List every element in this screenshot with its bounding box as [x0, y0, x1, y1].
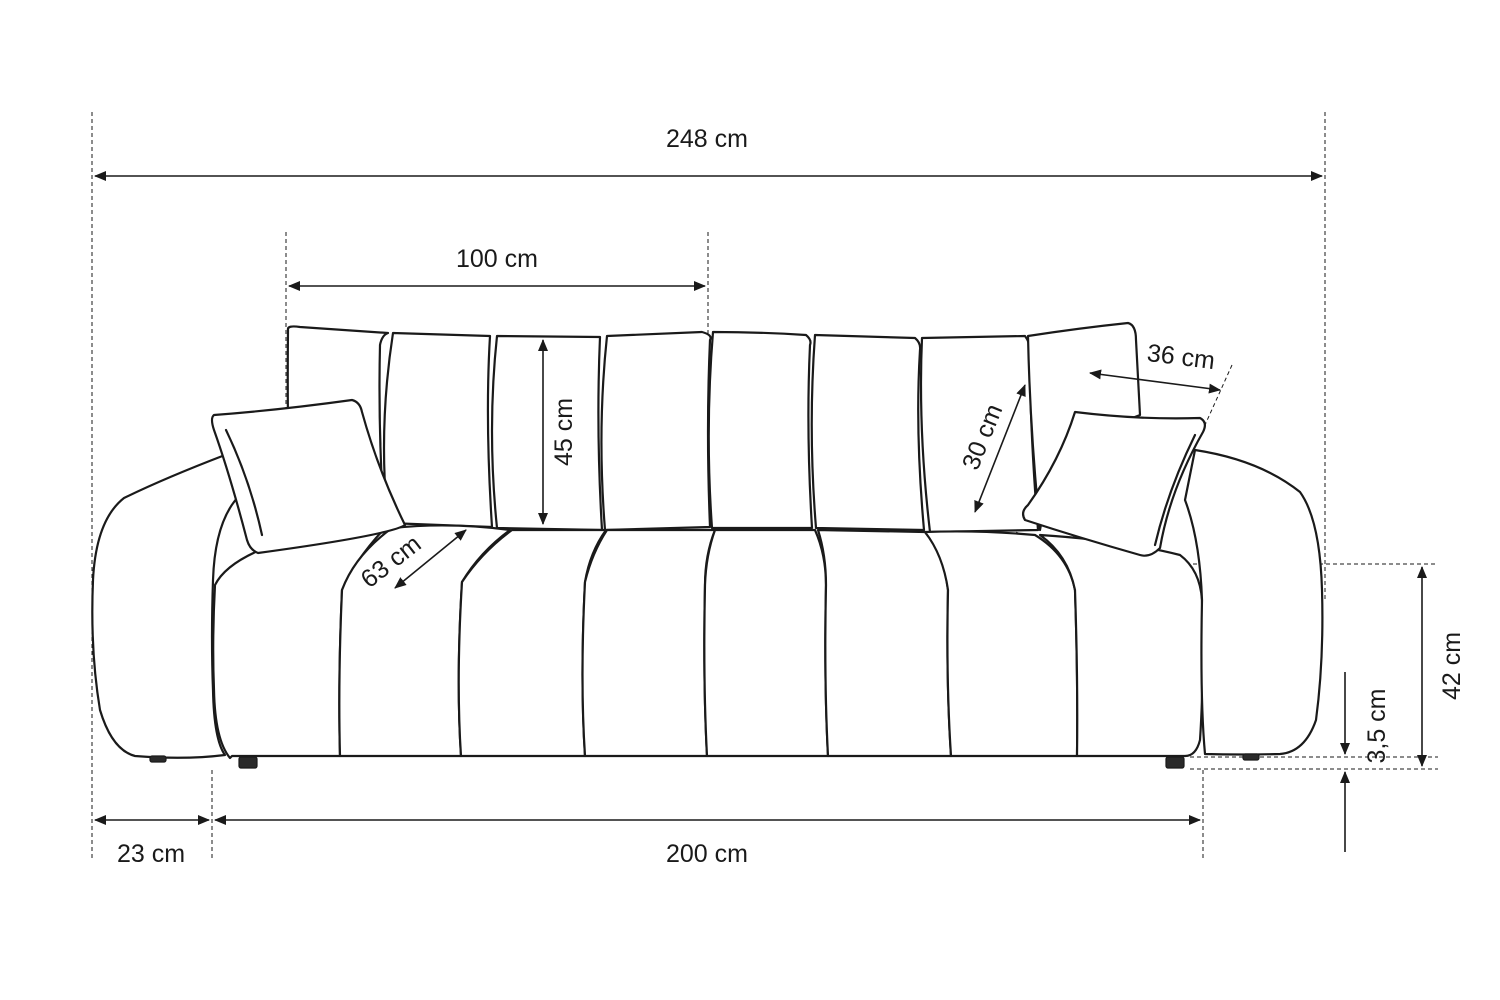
backrest-height-label: 45 cm	[550, 398, 578, 466]
sofa-body	[91, 321, 1324, 769]
leg-front-left	[238, 756, 258, 769]
seat-width-label: 200 cm	[666, 840, 748, 868]
seat-cushions	[212, 524, 1204, 760]
total-width-label: 248 cm	[666, 125, 748, 153]
back-cushions	[286, 321, 1142, 534]
leg-height-label: 3,5 cm	[1363, 688, 1391, 763]
armrest-depth-arrow	[1089, 369, 1221, 394]
right-pillow	[1021, 410, 1207, 557]
right-armrest	[1183, 448, 1324, 756]
leg-front-right	[1165, 756, 1185, 769]
seat-height-label: 42 cm	[1438, 632, 1466, 700]
cushion-width-label: 100 cm	[456, 245, 538, 273]
armrest-width-label: 23 cm	[117, 840, 185, 868]
leg-back-left	[149, 755, 167, 763]
dimension-arrows	[94, 171, 1427, 852]
left-pillow	[210, 398, 407, 555]
armrest-depth-label: 36 cm	[1145, 339, 1216, 375]
left-armrest	[91, 453, 242, 759]
seat-depth-arrow	[394, 529, 467, 589]
armrest-height-arrow	[974, 384, 1026, 513]
leg-back-right	[1242, 753, 1260, 761]
